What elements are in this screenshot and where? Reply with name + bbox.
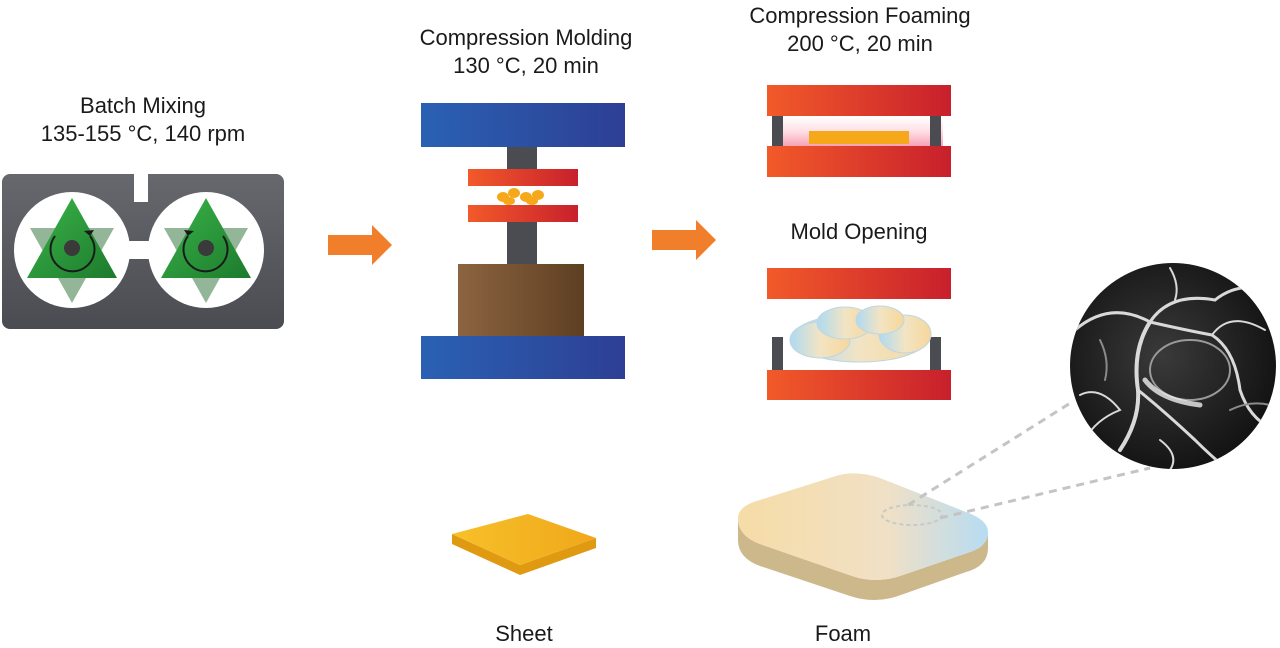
- foaming-mold-closed: [767, 85, 951, 177]
- compression-foaming-label: Compression Foaming 200 °C, 20 min: [722, 2, 998, 58]
- pellets: [497, 188, 544, 205]
- compression-molding-label: Compression Molding 130 °C, 20 min: [396, 24, 656, 80]
- batch-mixer: [2, 174, 284, 329]
- batch-mixing-label: Batch Mixing 135-155 °C, 140 rpm: [0, 92, 286, 148]
- compression-foaming-conditions: 200 °C, 20 min: [787, 31, 933, 56]
- batch-mixing-title: Batch Mixing: [80, 93, 206, 118]
- sheet-product: [452, 514, 596, 575]
- left-rotor-icon: [27, 198, 117, 303]
- sheet-label: Sheet: [464, 620, 584, 648]
- zoom-line: [907, 400, 1073, 507]
- foam-cloud: [789, 305, 932, 363]
- zoom-line: [939, 466, 1151, 520]
- sem-micrograph: [1070, 263, 1276, 469]
- compression-foaming-title: Compression Foaming: [749, 3, 971, 28]
- foam-product: [738, 473, 988, 600]
- compression-molding-conditions: 130 °C, 20 min: [453, 53, 599, 78]
- compression-molding-title: Compression Molding: [419, 25, 633, 50]
- mold-opening-title: Mold Opening: [790, 219, 928, 244]
- foaming-mold-open: [767, 268, 951, 400]
- arrow-right-icon: [328, 225, 392, 265]
- right-rotor-icon: [161, 198, 251, 303]
- foam-text: Foam: [814, 621, 872, 646]
- sheet-text: Sheet: [495, 621, 553, 646]
- foam-label: Foam: [783, 620, 903, 648]
- compression-press: [421, 103, 625, 379]
- mold-opening-label: Mold Opening: [748, 218, 970, 246]
- arrow-right-icon: [652, 220, 716, 260]
- batch-mixing-conditions: 135-155 °C, 140 rpm: [40, 121, 246, 146]
